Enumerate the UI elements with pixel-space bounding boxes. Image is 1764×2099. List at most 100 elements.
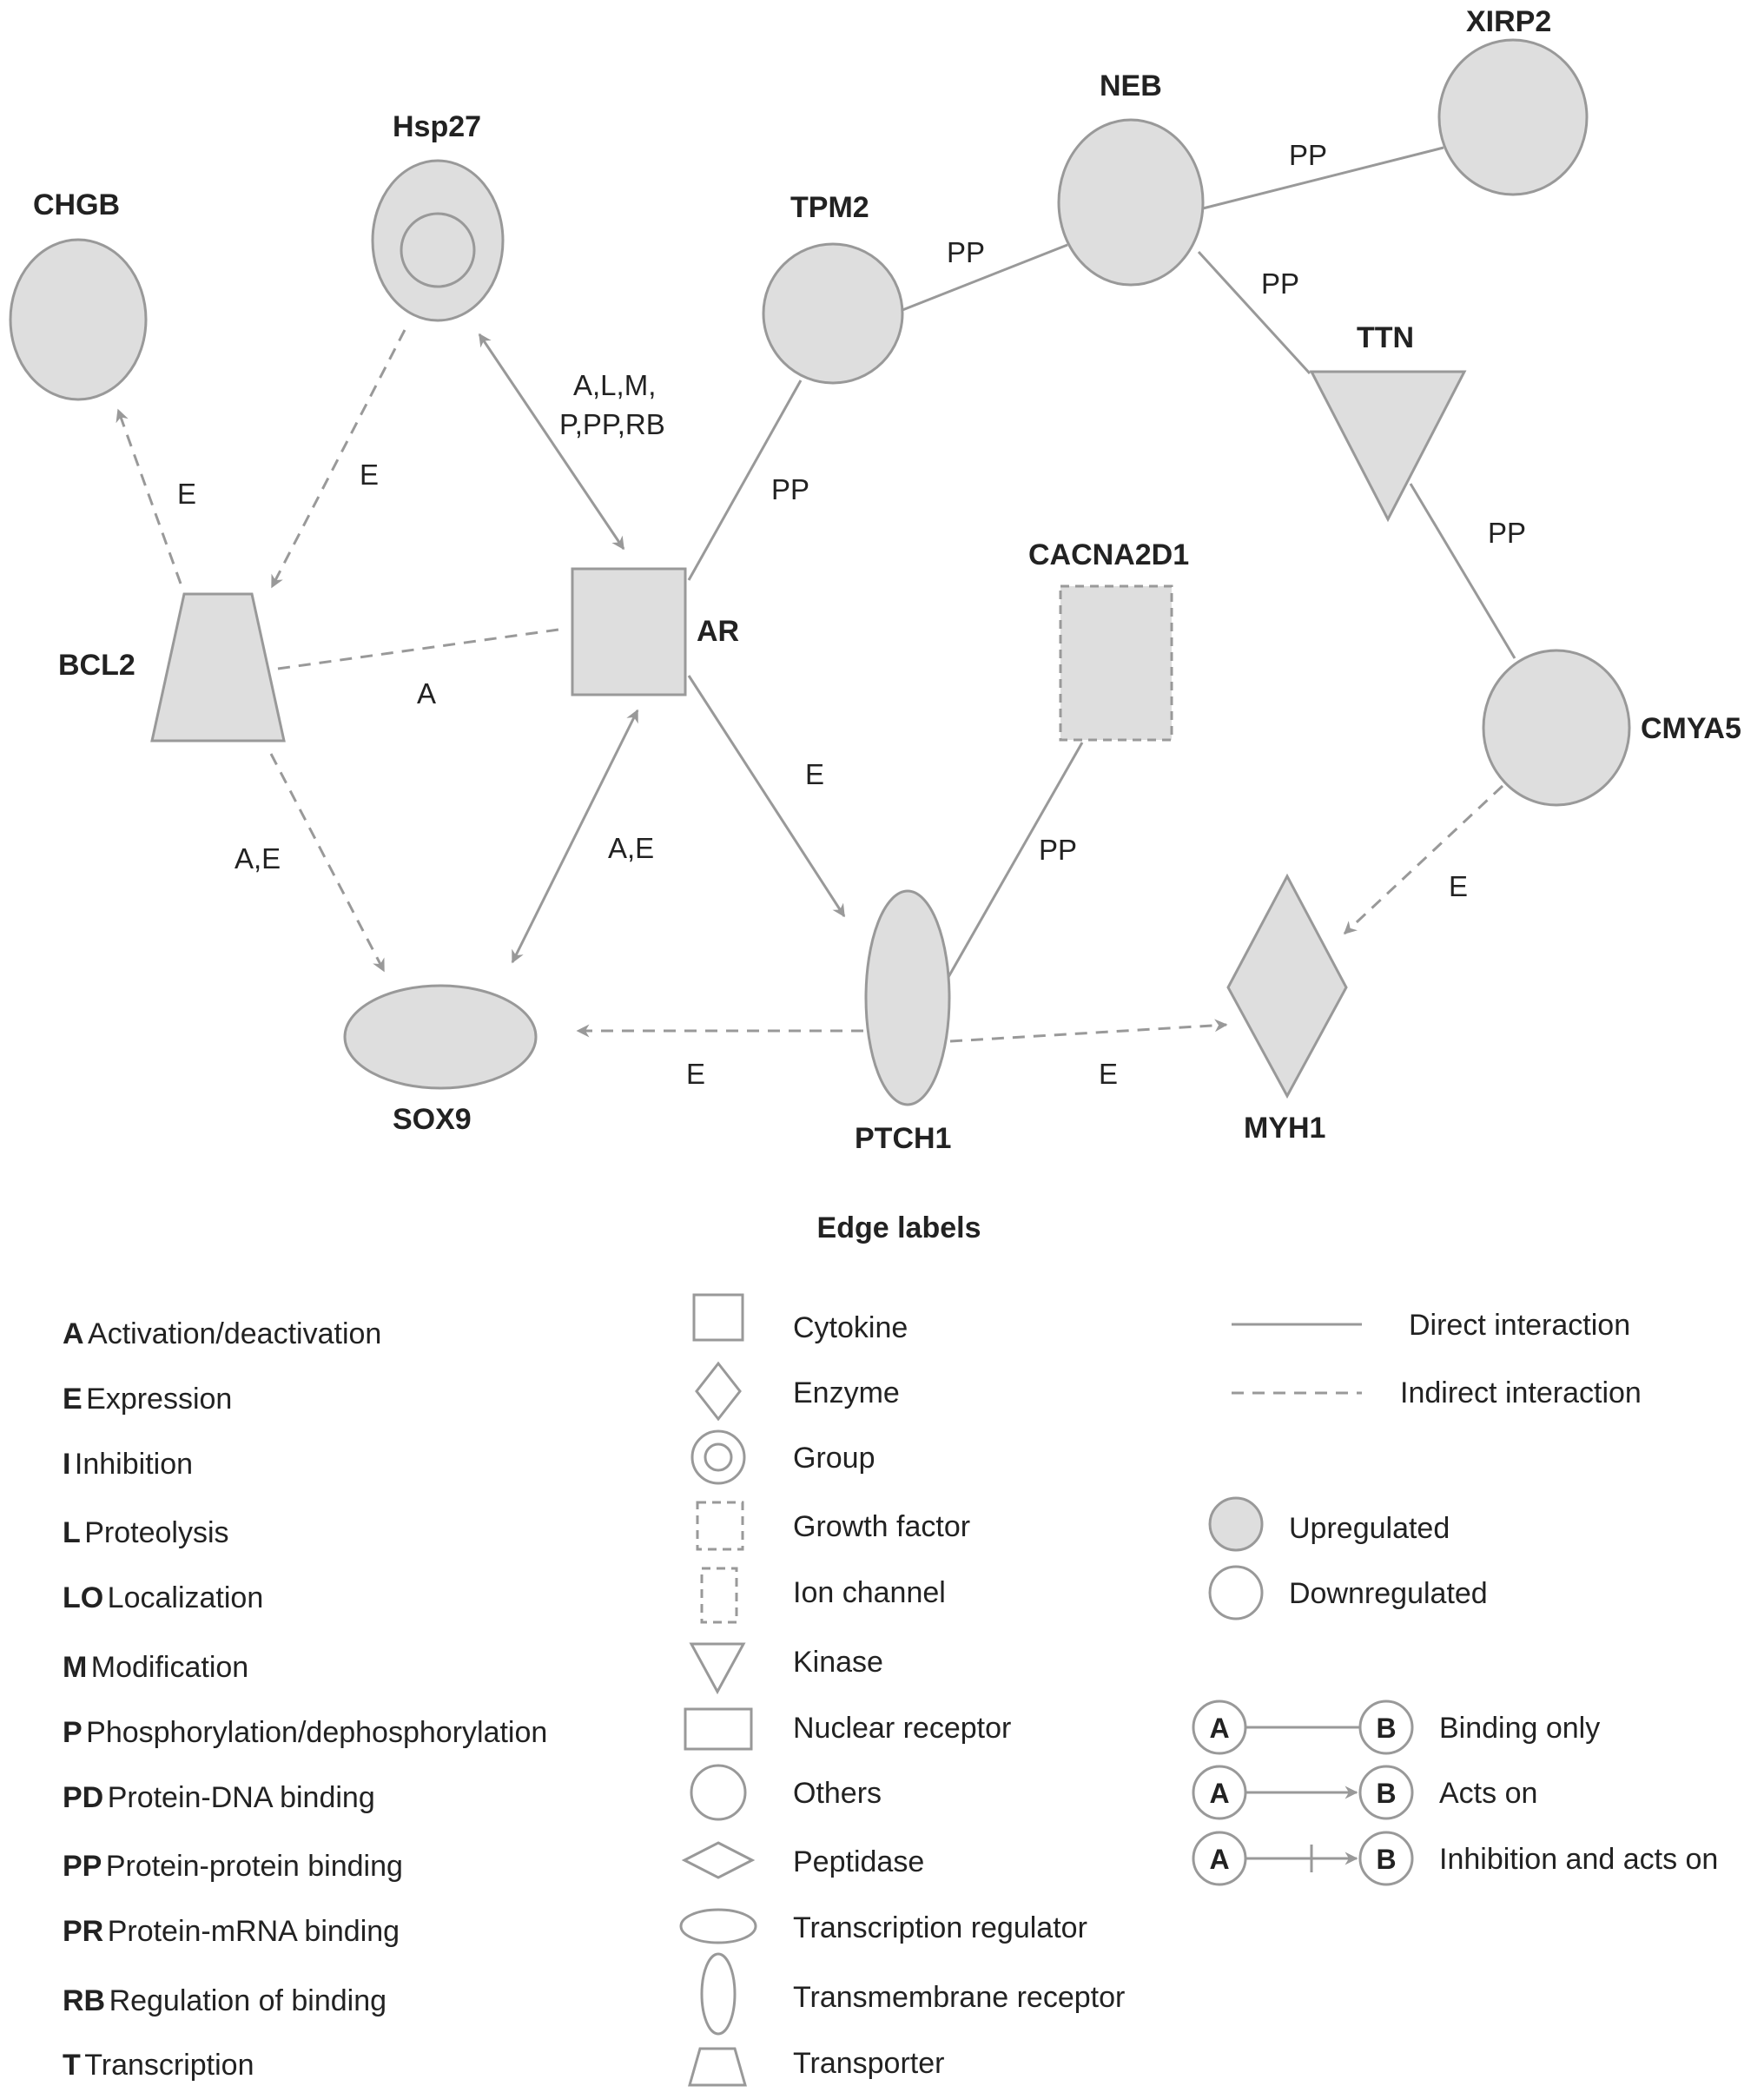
legend-node-a-icon [1192,1765,1247,1820]
abbr-item: L Proteolysis [63,1516,229,1549]
edge-label-hsp27-ar-line2: P,PP,RB [559,408,665,440]
edge-label-cmya5-myh1: E [1449,870,1468,902]
abbr-item: P Phosphorylation/dephosphorylation [63,1716,547,1749]
legend-others-icon [690,1764,747,1821]
edge-label-ar-sox9: A,E [608,832,654,864]
edge-neb-ttn [1197,250,1311,375]
legend-transporter-icon [688,2047,747,2087]
legend-binding-label: Binding only [1439,1712,1600,1745]
legend-upregulated-icon [1208,1496,1264,1552]
legend-node-a-letter: A [1209,1778,1229,1809]
node-bcl2-shape[interactable] [150,592,286,743]
legend-nuclear-receptor-icon [684,1707,753,1751]
edge-ttn-cmya5 [1409,483,1516,659]
legend-shape-label: Nuclear receptor [793,1712,1011,1745]
node-bcl2-label: BCL2 [58,649,135,682]
node-tpm2-shape[interactable] [762,242,904,385]
legend-title: Edge labels [817,1211,981,1244]
edge-ar-tpm2 [687,380,803,581]
legend-shape-label: Growth factor [793,1510,970,1543]
node-tpm2-label: TPM2 [790,191,869,224]
legend-transmembrane-receptor-icon [700,1952,737,2036]
node-neb-label: NEB [1100,69,1162,102]
legend-node-b-letter: B [1376,1844,1396,1875]
edge-tpm2-neb [902,243,1068,312]
legend-downregulated-label: Downregulated [1289,1577,1488,1610]
edge-bcl2-ar [277,628,559,670]
legend-acts-on-label: Acts on [1439,1777,1537,1810]
node-xirp2-label: XIRP2 [1466,5,1551,38]
node-myh1-shape[interactable] [1226,873,1348,1099]
abbr-item: A Activation/deactivation [63,1317,381,1350]
edge-label-ttn-cmya5: PP [1488,517,1526,549]
node-ttn-shape[interactable] [1309,370,1467,523]
legend-node-b-letter: B [1376,1713,1396,1744]
legend-node-a-icon [1192,1700,1247,1755]
edge-label-cacna2d1-ptch1: PP [1039,834,1077,866]
abbr-item: RB Regulation of binding [63,1984,386,2017]
edge-bcl2-sox9 [269,753,386,973]
node-ar-label: AR [697,615,739,648]
edges: E E A,L,M, P,PP,RB PP PP PP PP PP A E PP [116,139,1526,1090]
edge-neb-xirp2 [1202,146,1444,210]
legend-downregulated-icon [1208,1565,1264,1620]
edge-hsp27-ar [478,333,625,551]
node-cacna2d1-shape[interactable] [1059,584,1173,742]
abbr-item: PP Protein-protein binding [63,1850,403,1883]
edge-hsp27-bcl2 [270,329,406,589]
edge-cacna2d1-ptch1 [947,742,1084,978]
legend-relations: A B Binding only A B Acts on A B Inhibit… [1192,1700,1718,1886]
legend-node-b-icon [1358,1765,1414,1820]
legend-cytokine-icon [692,1293,744,1342]
node-ar-shape[interactable] [571,567,687,696]
node-sox9-label: SOX9 [393,1103,472,1136]
edge-label-ar-tpm2: PP [771,473,809,505]
edge-ptch1-myh1 [949,1019,1228,1043]
node-xirp2-shape[interactable] [1437,38,1589,196]
node-ttn-label: TTN [1357,321,1414,354]
legend-node-b-icon [1358,1831,1414,1886]
edge-label-ptch1-sox9: E [686,1058,705,1090]
abbr-item: PR Protein-mRNA binding [63,1915,400,1948]
node-cmya5-shape[interactable] [1482,649,1631,807]
legend-indirect-label: Indirect interaction [1400,1376,1642,1409]
node-chgb-shape[interactable] [9,238,148,401]
legend-node-a-letter: A [1209,1844,1229,1875]
legend-transcription-regulator-icon [679,1908,757,1944]
node-cacna2d1-label: CACNA2D1 [1028,538,1189,571]
legend-growth-factor-icon [696,1501,744,1551]
edge-label-ptch1-myh1: E [1099,1058,1118,1090]
legend-shape-label: Transporter [793,2047,944,2080]
abbr-item: LO Localization [63,1581,263,1614]
edge-cmya5-myh1 [1343,784,1504,935]
legend-node-b-letter: B [1376,1778,1396,1809]
edge-label-neb-ttn: PP [1261,267,1299,300]
abbr-item: E Expression [63,1383,232,1416]
legend-node-b-icon [1358,1700,1414,1755]
legend-shape-label: Kinase [793,1646,883,1679]
legend-ion-channel-icon [700,1567,738,1624]
edge-label-neb-xirp2: PP [1289,139,1327,171]
node-cmya5-label: CMYA5 [1641,712,1741,745]
legend-abbreviations: A Activation/deactivation E Expression I… [63,1317,547,2082]
legend-shape-label: Enzyme [793,1376,900,1409]
abbr-item: PD Protein-DNA binding [63,1781,375,1814]
edge-ar-ptch1 [687,675,846,918]
edge-label-tpm2-neb: PP [947,236,985,268]
edge-label-bcl2-ar: A [417,677,436,710]
legend-node-a-letter: A [1209,1713,1229,1744]
abbr-item: M Modification [63,1651,248,1684]
legend-group-inner-icon [704,1442,733,1472]
node-chgb-label: CHGB [33,188,120,221]
legend-direct-label: Direct interaction [1409,1309,1630,1342]
legend-inhibition-label: Inhibition and acts on [1439,1843,1718,1876]
node-hsp27-label: Hsp27 [393,110,481,143]
node-neb-shape[interactable] [1057,118,1205,287]
edge-label-bcl2-sox9: A,E [235,842,281,875]
node-sox9-shape[interactable] [343,984,538,1090]
edge-label-bcl2-chgb: E [177,478,196,510]
node-ptch1-shape[interactable] [864,889,951,1106]
legend-shape-label: Transmembrane receptor [793,1981,1125,2014]
legend-shape-label: Others [793,1777,882,1810]
